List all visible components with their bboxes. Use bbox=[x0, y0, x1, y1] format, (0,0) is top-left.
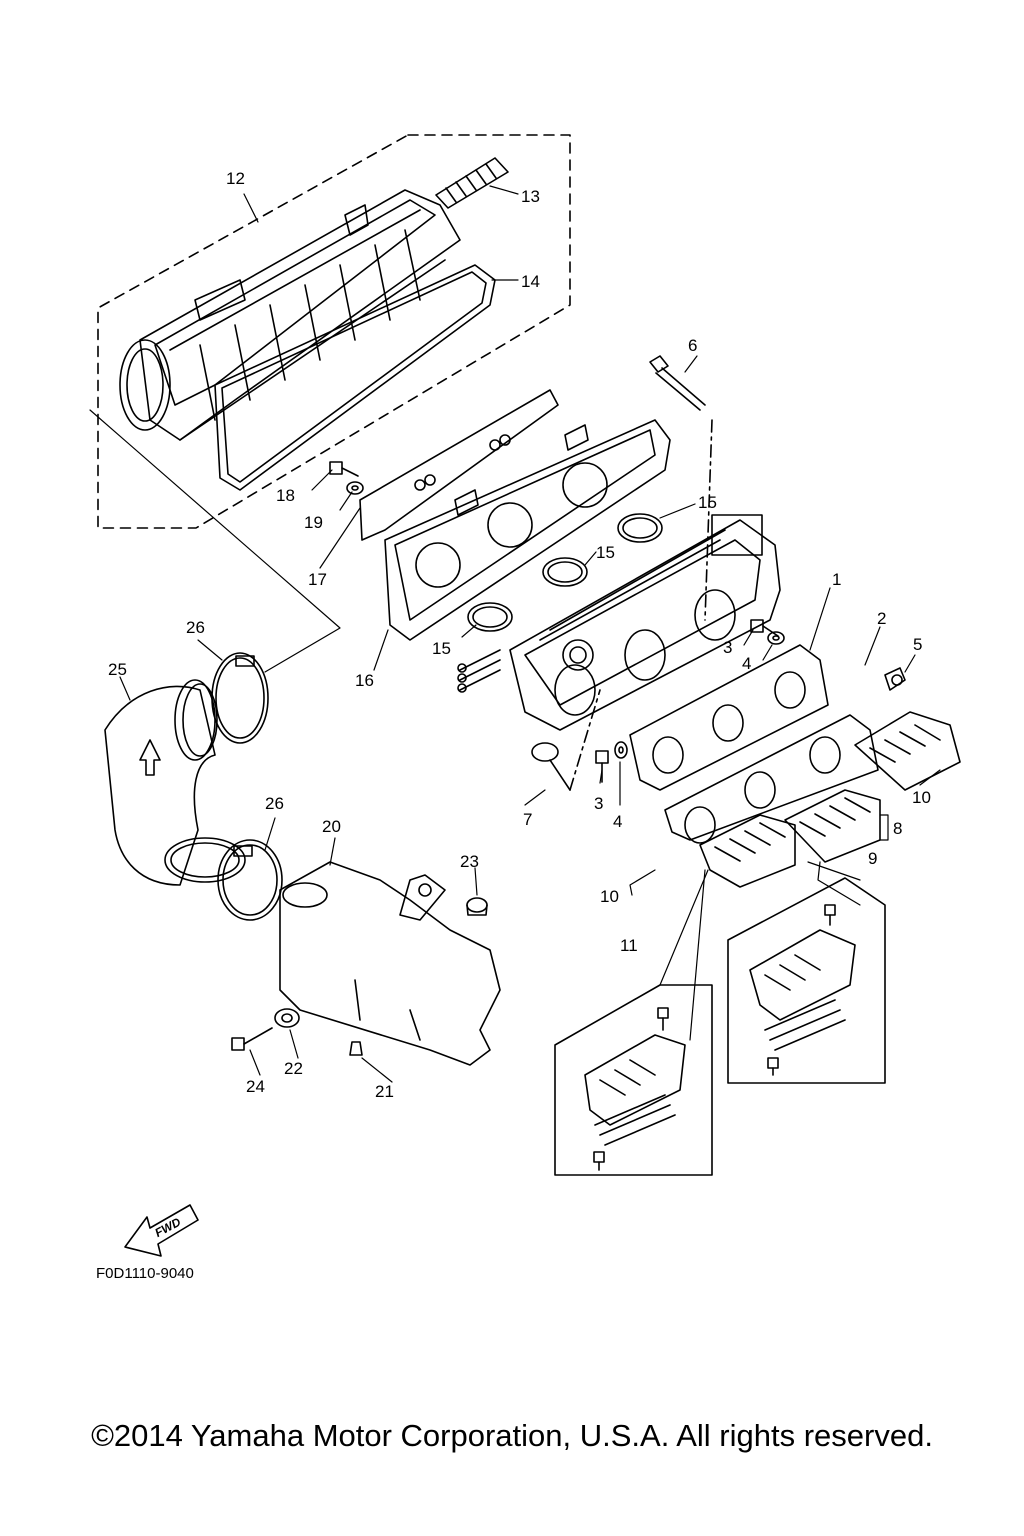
callout-16: 16 bbox=[355, 671, 374, 690]
spacer-plate bbox=[359, 389, 559, 541]
manifold-gasket-plate bbox=[664, 714, 879, 844]
washer-4-upper bbox=[767, 631, 785, 645]
screw-3-lower bbox=[595, 750, 609, 783]
callout-14: 14 bbox=[521, 272, 540, 291]
callout-7: 7 bbox=[523, 810, 532, 829]
callout-4-lower: 4 bbox=[613, 812, 622, 831]
throttle-body-assembly bbox=[457, 514, 781, 731]
reed-valve-assembly-middle bbox=[784, 789, 881, 863]
reed-valve-detail-box-9 bbox=[727, 877, 886, 1084]
airbox-gasket bbox=[214, 264, 496, 491]
callout-15-upper: 15 bbox=[698, 493, 717, 512]
callout-13: 13 bbox=[521, 187, 540, 206]
hose-clamp-26-upper bbox=[211, 652, 269, 744]
manifold-gasket-2 bbox=[629, 644, 829, 791]
washer-4-lower bbox=[614, 741, 628, 759]
callout-22: 22 bbox=[284, 1059, 303, 1078]
callout-23: 23 bbox=[460, 852, 479, 871]
part-code: F0D1110-9040 bbox=[96, 1265, 194, 1282]
callout-10-upper: 10 bbox=[912, 788, 931, 807]
long-bolt-6 bbox=[649, 355, 713, 621]
callout-21: 21 bbox=[375, 1082, 394, 1101]
callout-17: 17 bbox=[308, 570, 327, 589]
washer-19 bbox=[346, 481, 364, 495]
intake-silencer-20 bbox=[279, 861, 501, 1066]
grommet-22 bbox=[274, 1008, 300, 1028]
callout-25: 25 bbox=[108, 660, 127, 679]
callout-8: 8 bbox=[893, 819, 902, 838]
callout-5: 5 bbox=[913, 635, 922, 654]
plug-23 bbox=[466, 897, 488, 916]
callout-2: 2 bbox=[877, 609, 886, 628]
air-filter-case bbox=[119, 189, 461, 441]
callout-3-upper: 3 bbox=[723, 638, 732, 657]
fwd-label: FWD bbox=[152, 1215, 183, 1240]
callout-4-upper: 4 bbox=[742, 654, 751, 673]
callout-3-lower: 3 bbox=[594, 794, 603, 813]
clip-5 bbox=[884, 667, 906, 691]
intake-duct-25 bbox=[104, 679, 246, 886]
callout-18: 18 bbox=[276, 486, 295, 505]
reed-valve-assembly-lower bbox=[699, 814, 796, 888]
seal-ring-15-lower bbox=[467, 602, 513, 632]
callout-19: 19 bbox=[304, 513, 323, 532]
detail-leader-lines bbox=[629, 814, 889, 1041]
callout-6: 6 bbox=[688, 336, 697, 355]
drain-plug-21 bbox=[349, 1041, 363, 1056]
seal-ring-15-middle bbox=[542, 557, 588, 587]
bolt-24 bbox=[231, 1027, 273, 1051]
airbox-cover bbox=[384, 419, 671, 641]
filter-element bbox=[435, 157, 509, 209]
copyright-notice: ©2014 Yamaha Motor Corporation, U.S.A. A… bbox=[91, 1418, 933, 1453]
seal-ring-15-upper bbox=[617, 513, 663, 543]
callout-15-lower: 15 bbox=[432, 639, 451, 658]
duct-connection-line bbox=[89, 409, 341, 673]
hose-clamp-26-lower bbox=[217, 839, 283, 921]
callout-26-lower: 26 bbox=[265, 794, 284, 813]
callout-1: 1 bbox=[832, 570, 841, 589]
leader-lines bbox=[119, 185, 941, 1083]
screw-3-upper bbox=[750, 619, 779, 637]
airbox-group-boundary bbox=[97, 134, 571, 529]
callout-26-upper: 26 bbox=[186, 618, 205, 637]
callout-12: 12 bbox=[226, 169, 245, 188]
callout-11: 11 bbox=[620, 936, 638, 955]
callout-24: 24 bbox=[246, 1077, 265, 1096]
bolt-7 bbox=[531, 689, 601, 791]
callout-10-lower: 10 bbox=[600, 887, 619, 906]
reed-valve-assembly-upper bbox=[854, 711, 961, 791]
callout-9: 9 bbox=[868, 849, 877, 868]
reed-valve-detail-box-11 bbox=[554, 984, 713, 1176]
callout-15-middle: 15 bbox=[596, 543, 615, 562]
callout-20: 20 bbox=[322, 817, 341, 836]
bolt-18 bbox=[329, 461, 359, 477]
fwd-arrow-icon: FWD bbox=[124, 1204, 199, 1257]
